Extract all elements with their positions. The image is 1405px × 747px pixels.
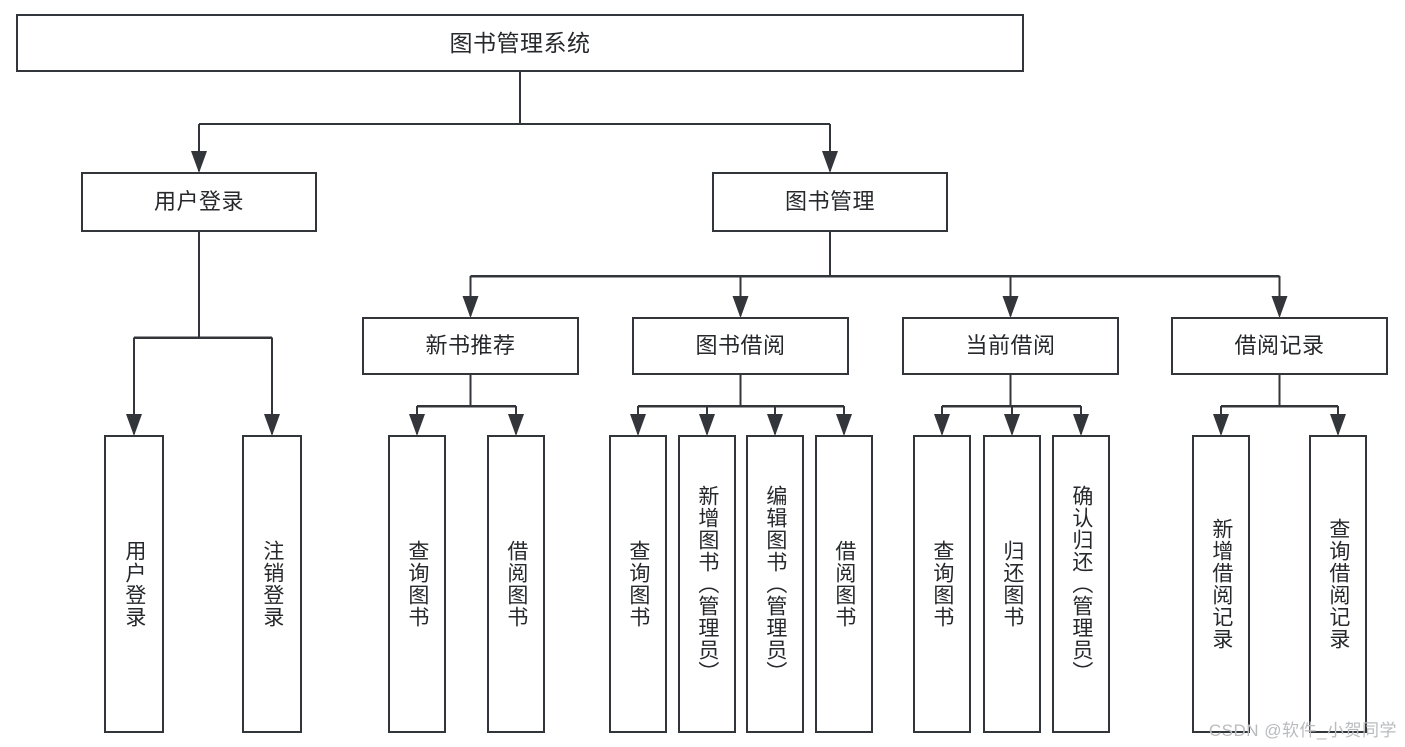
node-label: 新增借阅记录 bbox=[1209, 518, 1233, 650]
node-label: 借阅记录 bbox=[1234, 333, 1325, 359]
watermark: CSDN @软件_小贺同学 bbox=[1208, 721, 1397, 740]
node-leaf11[interactable]: 确认归还（管理员） bbox=[1052, 435, 1110, 733]
node-login[interactable]: 用户登录 bbox=[81, 172, 317, 232]
node-label: 确认归还（管理员） bbox=[1069, 485, 1093, 683]
node-label: 用户登录 bbox=[153, 189, 244, 215]
node-label: 查询图书 bbox=[626, 540, 650, 628]
node-leaf6[interactable]: 新增图书（管理员） bbox=[678, 435, 736, 733]
node-borrow[interactable]: 图书借阅 bbox=[632, 317, 849, 375]
node-bookmgmt[interactable]: 图书管理 bbox=[712, 172, 948, 232]
node-leaf10[interactable]: 归还图书 bbox=[983, 435, 1041, 733]
node-label: 编辑图书（管理员） bbox=[763, 485, 787, 683]
node-label: 新书推荐 bbox=[425, 333, 516, 359]
node-root[interactable]: 图书管理系统 bbox=[16, 14, 1024, 72]
node-label: 当前借阅 bbox=[965, 333, 1056, 359]
node-leaf7[interactable]: 编辑图书（管理员） bbox=[746, 435, 804, 733]
node-label: 借阅图书 bbox=[832, 540, 856, 628]
node-leaf12[interactable]: 新增借阅记录 bbox=[1192, 435, 1250, 733]
node-label: 图书借阅 bbox=[695, 333, 786, 359]
node-label: 注销登录 bbox=[260, 540, 284, 628]
node-leaf9[interactable]: 查询图书 bbox=[913, 435, 971, 733]
node-records[interactable]: 借阅记录 bbox=[1171, 317, 1388, 375]
node-newbook[interactable]: 新书推荐 bbox=[362, 317, 579, 375]
node-label: 新增图书（管理员） bbox=[695, 485, 719, 683]
node-leaf2[interactable]: 注销登录 bbox=[242, 435, 302, 733]
node-leaf4[interactable]: 借阅图书 bbox=[487, 435, 545, 733]
node-label: 图书管理 bbox=[784, 189, 875, 215]
node-label: 查询图书 bbox=[930, 540, 954, 628]
node-leaf3[interactable]: 查询图书 bbox=[388, 435, 446, 733]
node-leaf13[interactable]: 查询借阅记录 bbox=[1309, 435, 1367, 733]
node-leaf5[interactable]: 查询图书 bbox=[609, 435, 667, 733]
node-label: 查询借阅记录 bbox=[1326, 518, 1350, 650]
node-label: 图书管理系统 bbox=[449, 29, 591, 56]
node-label: 查询图书 bbox=[405, 540, 429, 628]
node-label: 借阅图书 bbox=[504, 540, 528, 628]
node-leaf1[interactable]: 用户登录 bbox=[104, 435, 164, 733]
node-leaf8[interactable]: 借阅图书 bbox=[815, 435, 873, 733]
node-label: 归还图书 bbox=[1000, 540, 1024, 628]
node-current[interactable]: 当前借阅 bbox=[902, 317, 1119, 375]
node-label: 用户登录 bbox=[122, 540, 146, 628]
